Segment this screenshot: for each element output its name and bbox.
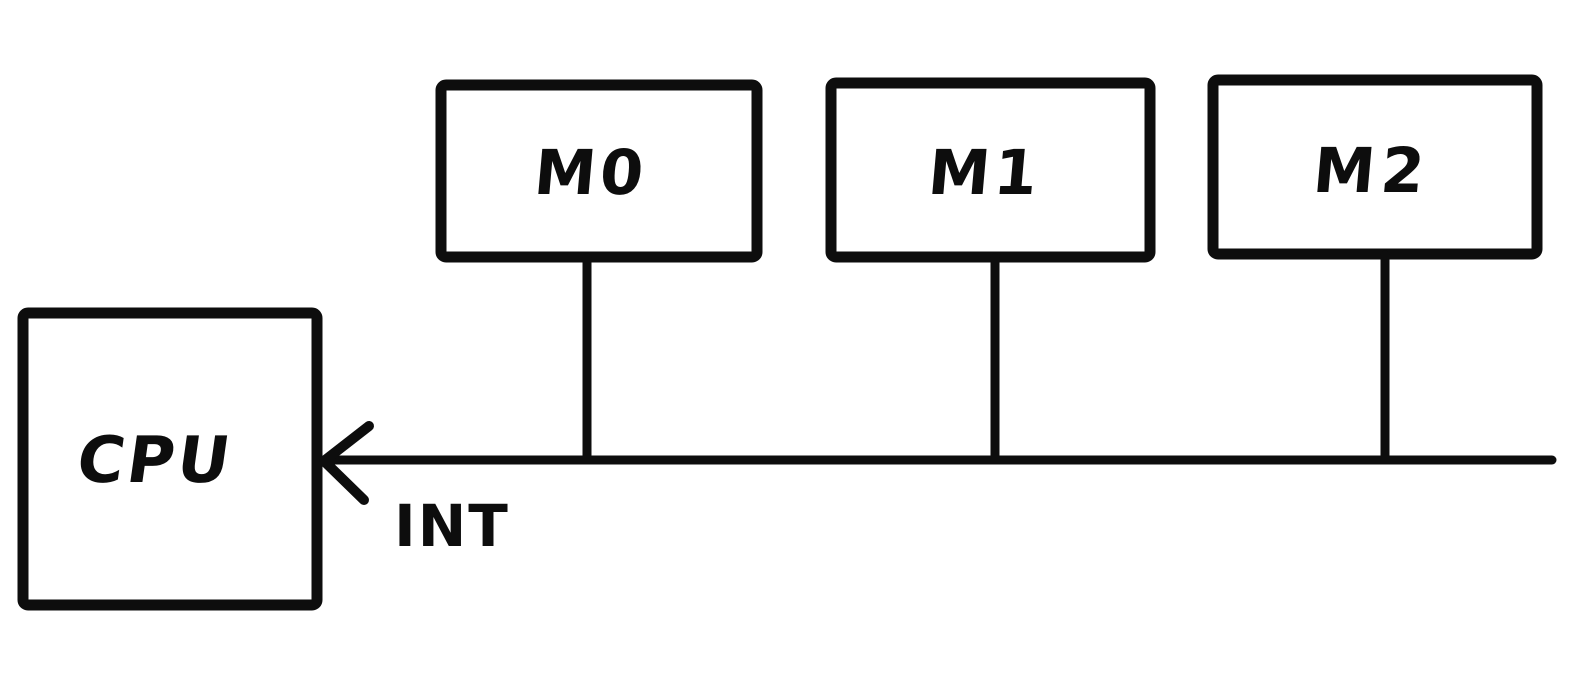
- bus-arrowhead-icon: [319, 421, 374, 505]
- module-box-m1: [825, 77, 1156, 263]
- module-box-m0: [435, 79, 763, 263]
- cpu-box: [17, 307, 323, 611]
- diagram-labels: CPU M0 M1 M2 INT: [72, 134, 1433, 560]
- module-label-m1: M1: [925, 136, 1044, 209]
- module-label-m0: M0: [531, 136, 650, 209]
- module-label-m2: M2: [1310, 134, 1433, 207]
- module-box-m2: [1207, 74, 1543, 260]
- diagram-strokes: [17, 74, 1557, 611]
- cpu-label: CPU: [72, 423, 237, 498]
- int-label: INT: [394, 492, 510, 560]
